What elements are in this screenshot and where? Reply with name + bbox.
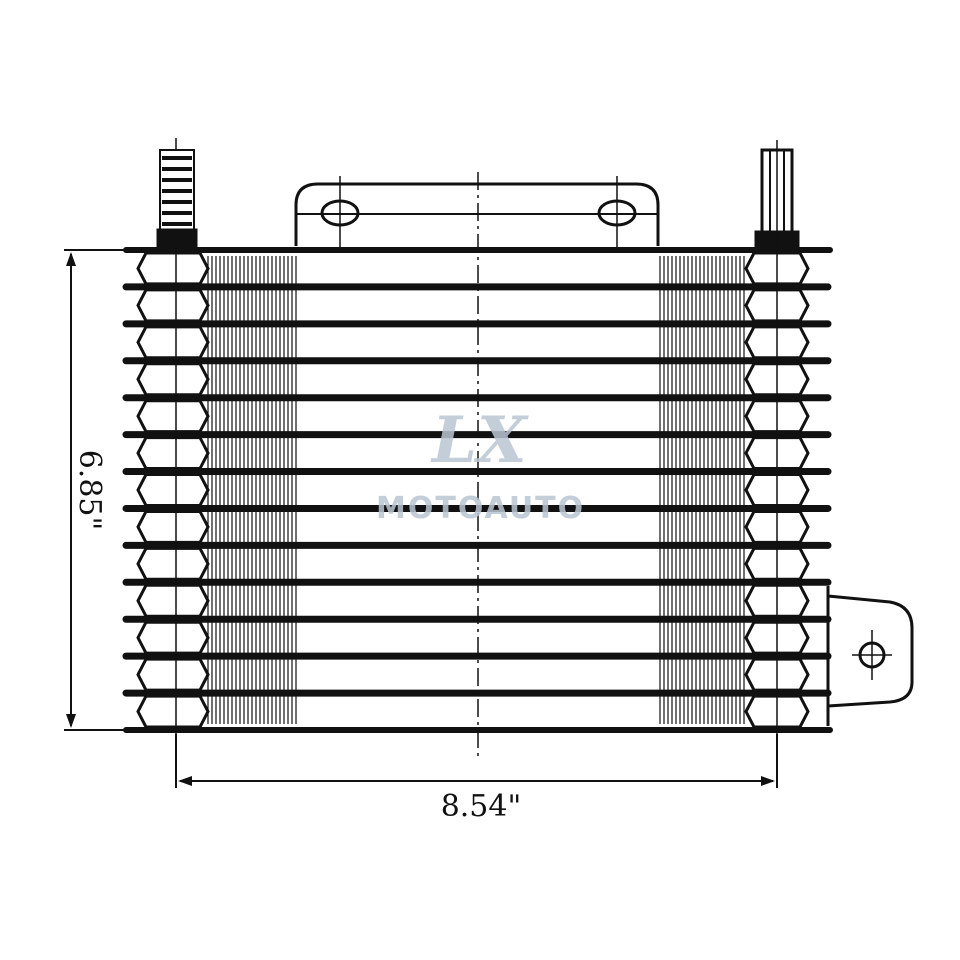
watermark: LX MOTOAUTO [376, 403, 585, 526]
header-chamber [136, 694, 210, 729]
side-mounting-tab [826, 586, 914, 726]
header-chamber [136, 509, 210, 544]
header-chamber [136, 620, 210, 655]
header-chamber [136, 657, 210, 692]
height-dimension [64, 249, 132, 731]
cooler-core [122, 247, 833, 734]
header-chamber [136, 436, 210, 471]
left-fin-zone [207, 256, 297, 724]
watermark-logo: LX [430, 403, 529, 478]
right-hose-fitting [754, 140, 800, 252]
header-chamber [136, 473, 210, 507]
header-chamber [136, 583, 210, 618]
header-chamber [136, 325, 210, 360]
top-mounting-bracket [294, 176, 660, 250]
header-chamber [136, 399, 210, 434]
header-chamber [136, 251, 210, 286]
width-dimension [175, 734, 778, 788]
left-hose-fitting [156, 138, 198, 250]
header-chamber [136, 546, 210, 581]
right-fin-zone [659, 256, 745, 724]
height-dimension-label: 6.85" [72, 450, 107, 531]
width-dimension-label: 8.54" [441, 789, 522, 824]
watermark-text: MOTOAUTO [376, 491, 585, 526]
header-chamber [136, 362, 210, 397]
header-chamber [136, 288, 210, 323]
left-header-tank [136, 251, 210, 729]
